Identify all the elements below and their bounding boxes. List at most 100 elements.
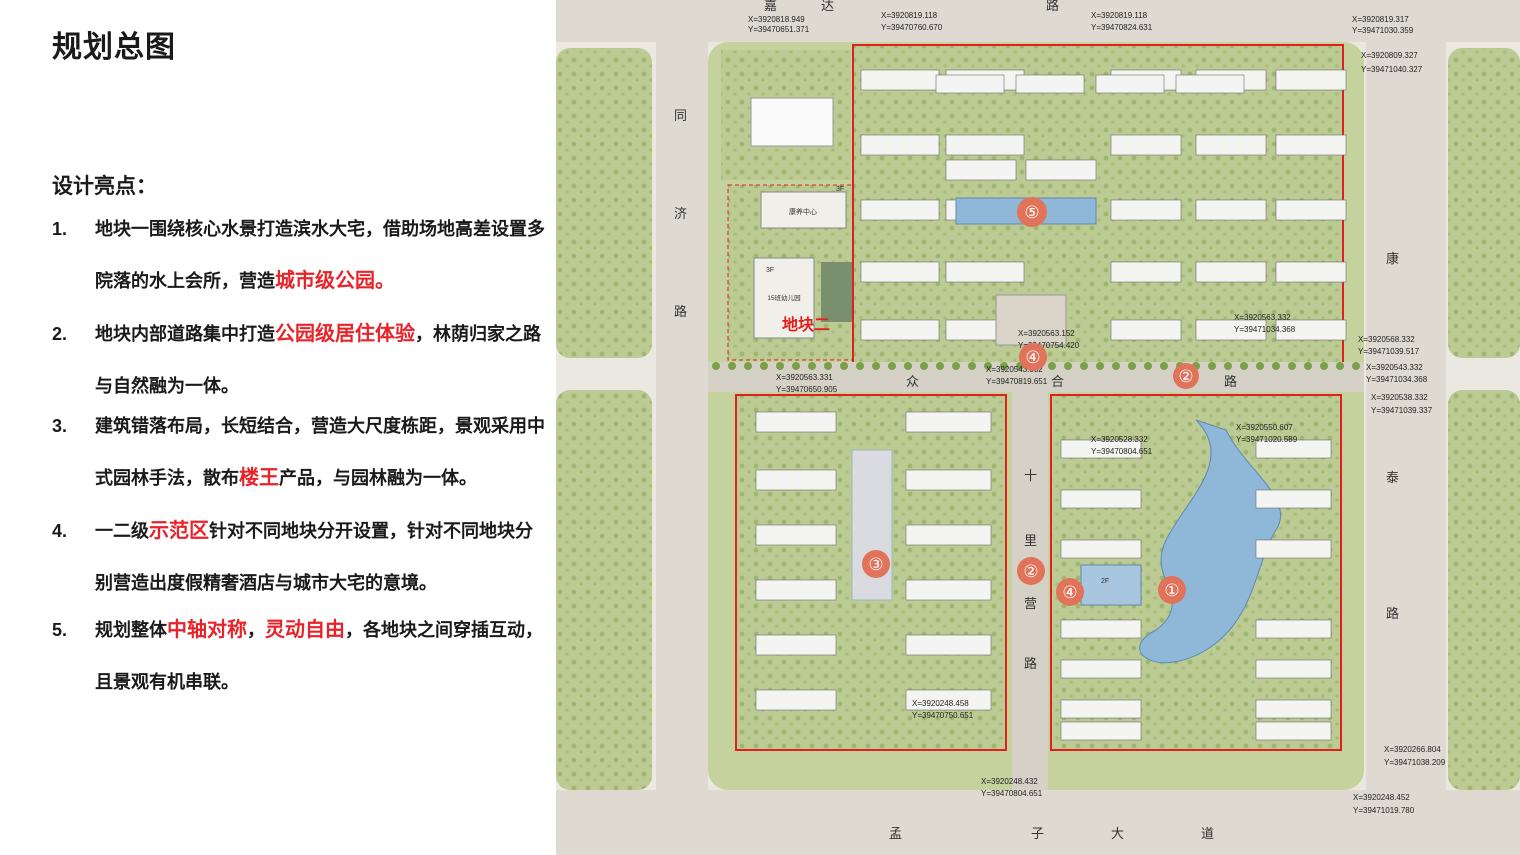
tree (968, 362, 976, 370)
tree (1304, 362, 1312, 370)
neighbor-block (556, 390, 652, 790)
residential-building (1255, 489, 1332, 509)
item-number: 5. (52, 620, 68, 640)
tree (952, 362, 960, 370)
residential-building (860, 319, 940, 341)
item-highlight: 楼王 (239, 467, 279, 489)
tree (1272, 362, 1280, 370)
coord-label: Y=39470750.651 (912, 711, 974, 720)
residential-building (1255, 539, 1332, 559)
residential-building (1060, 539, 1142, 559)
residential-building (1195, 319, 1267, 341)
road-name-bottom: 道 (1201, 826, 1214, 841)
coord-label: Y=39471030.359 (1352, 26, 1414, 35)
coord-label: Y=39471019.780 (1353, 806, 1415, 815)
neighbor-block (1448, 390, 1520, 790)
coord-label: X=3920819.118 (1091, 11, 1148, 20)
road-name-right: 康 (1386, 251, 1399, 266)
coord-label: X=3920538.332 (1371, 393, 1428, 402)
residential-building (1255, 659, 1332, 679)
road-name-middle: 路 (1224, 374, 1237, 389)
coord-label: Y=39471038.209 (1384, 758, 1446, 767)
residential-building (905, 689, 992, 711)
svg-text:②: ② (1023, 562, 1038, 581)
residential-building (1195, 134, 1267, 156)
residential-building (945, 261, 1025, 283)
residential-building (1015, 74, 1085, 94)
neighbor-block (1448, 48, 1520, 358)
residential-building (1110, 261, 1182, 283)
residential-building (1195, 199, 1267, 221)
item-highlight: 公园级居住体验 (275, 323, 415, 345)
residential-building (755, 524, 837, 546)
coord-label: X=3920266.804 (1384, 745, 1441, 754)
residential-building (1060, 699, 1142, 719)
water-clubhouse (1080, 564, 1142, 606)
coord-label: X=3920568.332 (1358, 335, 1415, 344)
tree (936, 362, 944, 370)
residential-building (1255, 439, 1332, 459)
coord-label: X=3920818.949 (748, 15, 805, 24)
residential-building (755, 411, 837, 433)
coord-label: Y=39470651.371 (748, 25, 810, 34)
item-highlight: 示范区 (149, 520, 209, 542)
care-center-building (760, 191, 847, 229)
tree (1128, 362, 1136, 370)
residential-building (935, 74, 1005, 94)
residential-building (905, 579, 992, 601)
coord-label: Y=39470824.631 (1091, 23, 1153, 32)
road-name-right: 泰 (1386, 470, 1399, 485)
coord-label: Y=39470804.651 (981, 789, 1043, 798)
tree (1000, 362, 1008, 370)
zone-marker: ④ (1019, 343, 1047, 371)
residential-building (1275, 134, 1347, 156)
text-panel: 规划总图 设计亮点： 1. 地块一围绕核心水景打造滨水大宅，借助场地高差设置多院… (0, 0, 556, 855)
left-road (656, 0, 708, 855)
item-number: 3. (52, 416, 68, 436)
neighbor-block (556, 48, 652, 358)
svg-text:③: ③ (868, 555, 883, 574)
tree (776, 362, 784, 370)
residential-building (905, 411, 992, 433)
residential-building (1255, 721, 1332, 741)
coord-label: Y=39471039.337 (1371, 406, 1433, 415)
sports-court (821, 262, 853, 322)
tree (1208, 362, 1216, 370)
residential-building (1275, 319, 1347, 341)
residential-building (860, 69, 940, 91)
item-text: 地块内部道路集中打造公园级居住体验，林荫归家之路与自然融为一体。 (95, 323, 541, 396)
coord-label: Y=39470804.651 (1091, 447, 1153, 456)
tree (712, 362, 720, 370)
coord-label: X=3920528.332 (1091, 435, 1148, 444)
floor-label: 3F (766, 267, 774, 274)
clubhouse (995, 294, 1067, 346)
residential-building (1025, 159, 1097, 181)
kindergarten-building (753, 257, 815, 339)
residential-building (905, 524, 992, 546)
item-text: 一二级示范区针对不同地块分开设置，针对不同地块分别营造出度假精奢酒店与城市大宅的… (95, 520, 533, 593)
coord-label: X=3920550.607 (1236, 423, 1293, 432)
zone-label: 地块二 (782, 315, 830, 334)
tree (1224, 362, 1232, 370)
tree (808, 362, 816, 370)
svg-text:⑤: ⑤ (1024, 203, 1039, 222)
coord-label: X=3920543.332 (1366, 363, 1423, 372)
item-highlight: 灵动自由 (265, 619, 345, 641)
residential-building (755, 469, 837, 491)
tree (824, 362, 832, 370)
road-name-left: 同 (674, 108, 687, 123)
page-title: 规划总图 (52, 31, 176, 64)
residential-building (1255, 619, 1332, 639)
tree (1112, 362, 1120, 370)
road-name-bottom: 孟 (889, 826, 902, 841)
coord-label: Y=39470754.420 (1018, 341, 1080, 350)
item-text: 规划整体中轴对称，灵动自由，各地块之间穿插互动，且景观有机串联。 (95, 619, 543, 692)
floor-label: 2F (1101, 578, 1109, 585)
coord-label: X=3920563.332 (1234, 313, 1291, 322)
road-name-right: 路 (1386, 606, 1399, 621)
item-highlight: 中轴对称 (167, 619, 247, 641)
building-group-north (860, 69, 1347, 341)
residential-building (1175, 74, 1245, 94)
tree (984, 362, 992, 370)
residential-building (1275, 69, 1347, 91)
